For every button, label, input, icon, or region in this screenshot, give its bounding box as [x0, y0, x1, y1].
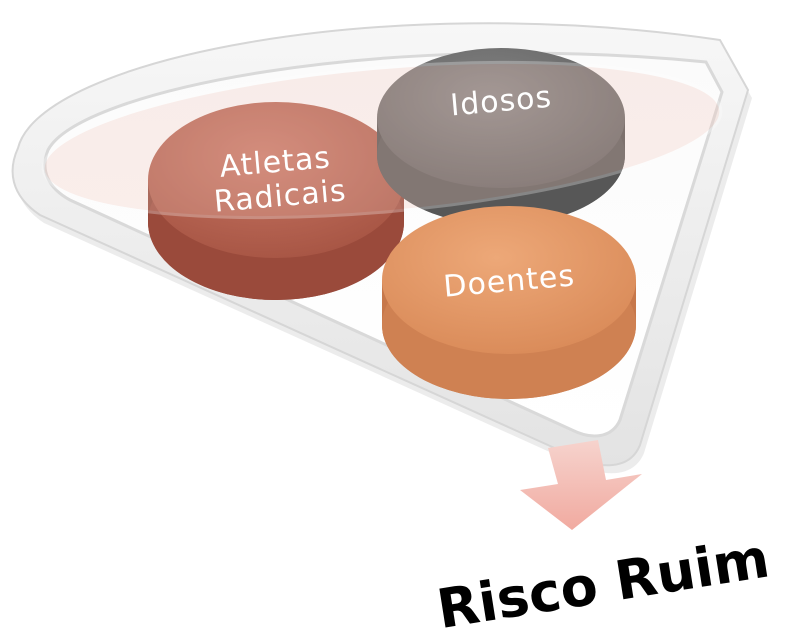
funnel-rim-overlay [41, 60, 723, 220]
group-disc-radical-athletes [148, 102, 404, 300]
group-disc-elderly [377, 48, 625, 225]
group-disc-sick [382, 206, 636, 399]
output-label: Risco Ruim [433, 526, 774, 633]
output-arrow [520, 440, 642, 530]
